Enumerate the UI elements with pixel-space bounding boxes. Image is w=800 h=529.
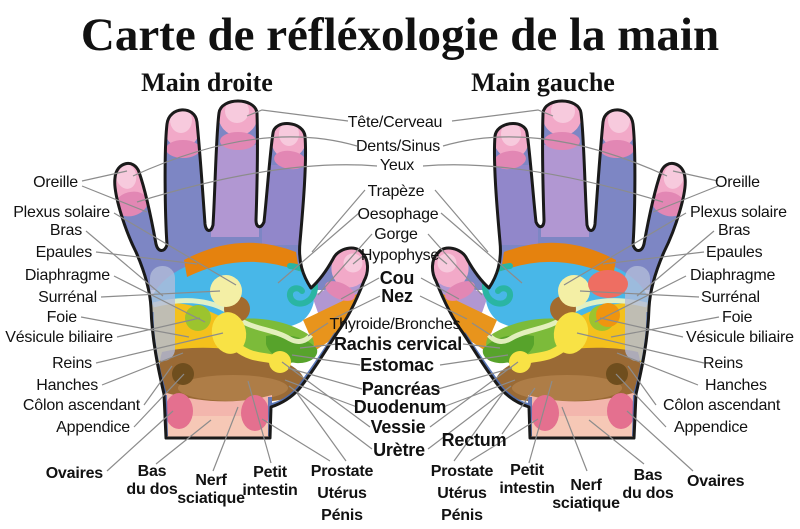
label-nerf-right-2: sciatique — [552, 495, 620, 512]
label-vesicule-left: Vésicule biliaire — [5, 329, 113, 346]
label-rectum: Rectum — [442, 430, 507, 450]
label-surrenal-left: Surrénal — [38, 289, 97, 306]
label-gorge: Gorge — [374, 226, 418, 243]
label-dents-sinus: Dents/Sinus — [356, 138, 440, 155]
label-hypophyse: Hypophyse — [361, 247, 440, 264]
zone-heart-red — [588, 270, 628, 298]
label-foie-right: Foie — [722, 309, 753, 326]
label-duodenum: Duodenum — [354, 397, 446, 417]
label-appendice-left: Appendice — [56, 419, 130, 436]
bottom-labels: Prostate Utérus Pénis Prostate Utérus Pé… — [126, 462, 674, 524]
label-petit-left-2: intestin — [242, 482, 297, 499]
label-nez: Nez — [381, 286, 413, 306]
label-thyroide-bronches: Thyroide/Bronches — [330, 316, 461, 333]
label-prostate-left-1: Prostate — [311, 463, 374, 480]
label-prostate-right-3: Pénis — [441, 507, 483, 524]
label-vesicule-right: Vésicule biliaire — [686, 329, 794, 346]
label-surrenal-right: Surrénal — [701, 289, 760, 306]
label-epaules-right: Epaules — [706, 244, 763, 261]
label-cou: Cou — [380, 268, 414, 288]
label-estomac: Estomac — [360, 355, 434, 375]
label-petit-right-2: intestin — [499, 480, 554, 497]
label-reins-right: Reins — [703, 355, 743, 372]
label-epaules-left: Epaules — [36, 244, 93, 261]
label-ovaires-left: Ovaires — [46, 465, 104, 482]
label-yeux: Yeux — [380, 157, 414, 174]
label-prostate-left-3: Pénis — [321, 507, 363, 524]
label-hanches-right: Hanches — [705, 377, 767, 394]
label-oesophage: Oesophage — [358, 206, 439, 223]
label-bas-left-1: Bas — [138, 463, 167, 480]
left-label-column: Oreille Plexus solaire Bras Epaules Diap… — [5, 174, 141, 482]
right-hand-title: Main droite — [141, 68, 273, 97]
leader-rectum — [501, 387, 536, 435]
label-petit-right-1: Petit — [510, 462, 545, 479]
label-uretre: Urètre — [373, 440, 425, 460]
left-hand-title: Main gauche — [471, 68, 615, 97]
label-bas-right-1: Bas — [634, 467, 663, 484]
label-prostate-left-2: Utérus — [317, 485, 367, 502]
label-prostate-right-2: Utérus — [437, 485, 487, 502]
label-nerf-right-1: Nerf — [570, 477, 602, 494]
label-bas-left-2: du dos — [126, 481, 178, 498]
label-trapeze: Trapèze — [368, 183, 425, 200]
label-diaphragme-right: Diaphragme — [690, 267, 775, 284]
label-oreille-left: Oreille — [33, 174, 78, 191]
label-vessie: Vessie — [371, 417, 426, 437]
label-rachis-cervical: Rachis cervical — [334, 334, 462, 354]
label-prostate-right-1: Prostate — [431, 463, 494, 480]
label-nerf-left-2: sciatique — [177, 490, 245, 507]
label-ovaires-right: Ovaires — [687, 473, 745, 490]
label-plexus-left: Plexus solaire — [13, 204, 110, 221]
label-colon-left: Côlon ascendant — [23, 397, 141, 414]
label-nerf-left-1: Nerf — [195, 472, 227, 489]
label-hanches-left: Hanches — [36, 377, 98, 394]
label-pancreas: Pancréas — [362, 379, 441, 399]
label-tete-cerveau: Tête/Cerveau — [348, 114, 443, 131]
label-bas-right-2: du dos — [622, 485, 674, 502]
label-bras-left: Bras — [50, 222, 82, 239]
label-bras-right: Bras — [718, 222, 750, 239]
label-oreille-right: Oreille — [715, 174, 760, 191]
label-appendice-right: Appendice — [674, 419, 748, 436]
page-title: Carte de réfléxologie de la main — [81, 9, 719, 61]
center-label-column: Tête/Cerveau Dents/Sinus Yeux Trapèze Oe… — [330, 114, 507, 460]
right-label-column: Oreille Plexus solaire Bras Epaules Diap… — [663, 174, 794, 490]
label-petit-left-1: Petit — [253, 464, 288, 481]
label-reins-left: Reins — [52, 355, 92, 372]
label-colon-right: Côlon ascendant — [663, 397, 781, 414]
label-plexus-right: Plexus solaire — [690, 204, 787, 221]
label-foie-left: Foie — [47, 309, 78, 326]
label-diaphragme-left: Diaphragme — [25, 267, 110, 284]
